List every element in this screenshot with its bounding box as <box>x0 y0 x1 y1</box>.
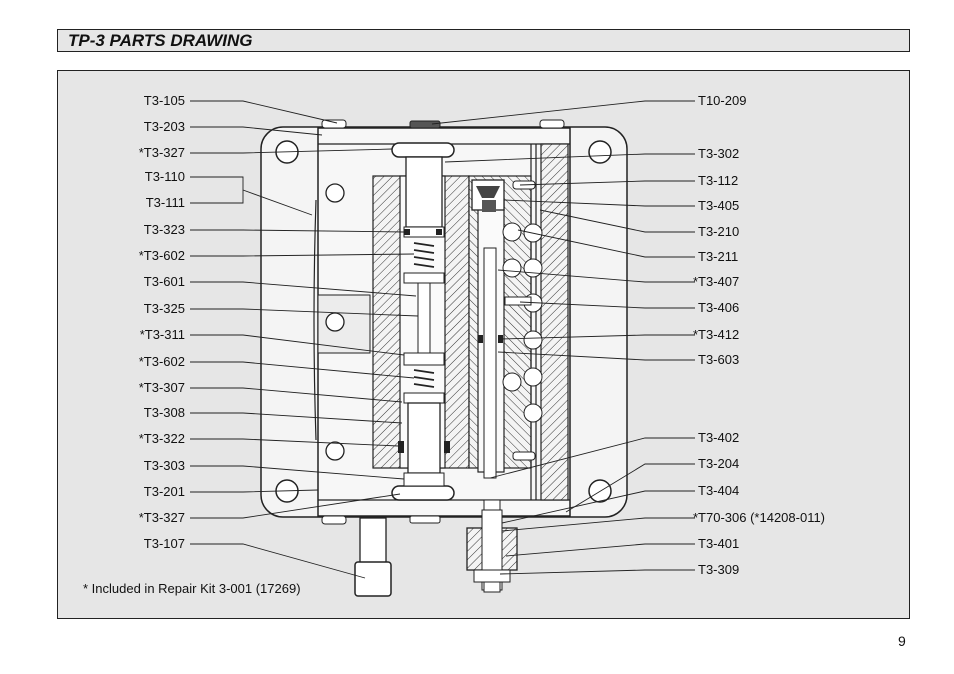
part-label: T3-107 <box>143 536 185 551</box>
part-label: T3-201 <box>143 484 185 499</box>
part-label: T3-325 <box>143 301 185 316</box>
mount-hole-icon <box>588 140 612 164</box>
part-label: T3-211 <box>698 249 739 264</box>
part-label: T3-401 <box>698 536 740 551</box>
part-label: T3-601 <box>143 274 185 289</box>
part-label: T3-203 <box>143 119 185 134</box>
part-label: T3-204 <box>698 456 740 471</box>
leader-lines-right <box>431 100 695 575</box>
part-label: *T3-327 <box>138 145 185 160</box>
repair-kit-footnote: * Included in Repair Kit 3-001 (17269) <box>83 581 301 596</box>
valve-assembly <box>471 179 536 479</box>
part-label: *T3-407 <box>693 274 740 289</box>
part-label: *T3-322 <box>138 431 185 446</box>
part-label: T3-603 <box>698 352 740 367</box>
part-label: *T3-602 <box>138 354 185 369</box>
part-label: *T70-306 (*14208-011) <box>693 510 826 525</box>
part-label: *T3-311 <box>139 327 185 342</box>
leader-lines-left <box>190 100 419 579</box>
part-label: *T3-307 <box>138 380 185 395</box>
part-label: *T3-327 <box>138 510 185 525</box>
bottom-fittings <box>354 499 518 597</box>
page-number: 9 <box>898 633 906 649</box>
part-label: *T3-602 <box>138 248 185 263</box>
part-label: T3-402 <box>698 430 740 445</box>
part-label: T3-308 <box>143 405 185 420</box>
section-header: TP-3 PARTS DRAWING <box>57 29 910 52</box>
part-label: T3-302 <box>698 146 740 161</box>
part-label: T3-406 <box>698 300 740 315</box>
part-label: T3-210 <box>698 224 740 239</box>
part-label: T10-209 <box>698 93 747 108</box>
part-label: *T3-412 <box>693 327 740 342</box>
part-label: T3-111 <box>145 195 185 210</box>
part-label: T3-105 <box>143 93 185 108</box>
part-label: T3-405 <box>698 198 740 213</box>
part-label: T3-323 <box>143 222 185 237</box>
part-label: T3-309 <box>698 562 740 577</box>
section-title: TP-3 PARTS DRAWING <box>68 31 253 50</box>
part-label: T3-112 <box>698 173 739 188</box>
part-label: T3-404 <box>698 483 740 498</box>
part-label: T3-303 <box>143 458 185 473</box>
part-label: T3-110 <box>144 169 185 184</box>
